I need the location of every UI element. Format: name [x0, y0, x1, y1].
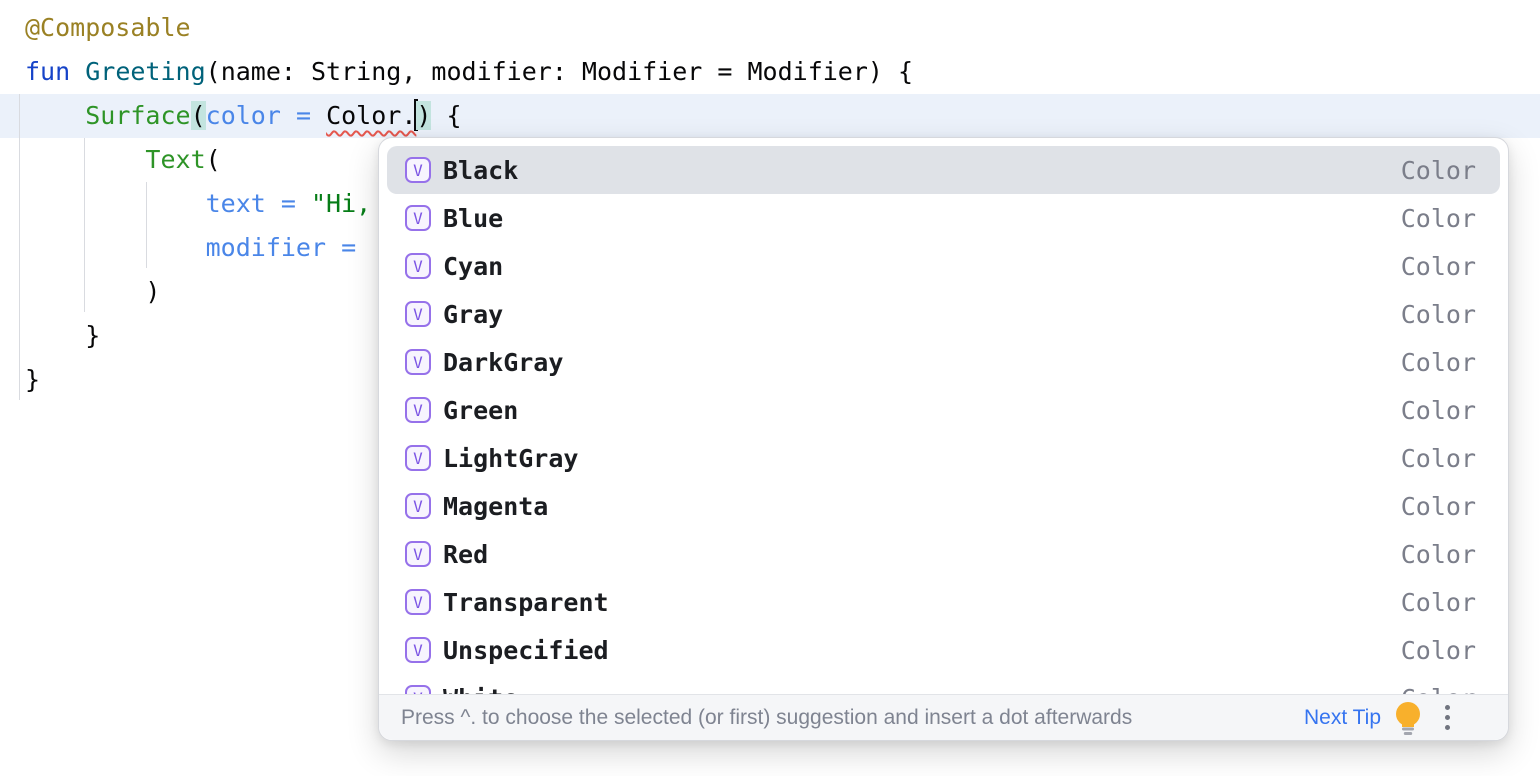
completion-item-label: LightGray [443, 443, 579, 473]
code-token [70, 57, 85, 86]
value-icon: V [405, 301, 431, 327]
completion-item-type: Color [1400, 251, 1476, 281]
completion-footer: Press ^. to choose the selected (or firs… [379, 694, 1508, 740]
completion-item-type: Color [1400, 203, 1476, 233]
completion-item[interactable]: V DarkGray Color [387, 338, 1500, 386]
code-token: ) [25, 277, 161, 306]
caret-line-highlight [0, 94, 1540, 138]
code-token: ( [190, 101, 206, 130]
completion-item-label: Green [443, 395, 519, 425]
code-line: text = "Hi, [25, 182, 372, 226]
value-icon: V [405, 589, 431, 615]
code-token: ) [416, 101, 432, 130]
value-icon: V [405, 205, 431, 231]
completion-item-label: Red [443, 539, 489, 569]
code-token: Greeting [85, 57, 206, 86]
code-token: { [431, 101, 462, 130]
code-token: Surface [85, 101, 191, 130]
indent-guide [146, 182, 147, 268]
completion-item[interactable]: V Green Color [387, 386, 1500, 434]
code-line: ) [25, 270, 160, 314]
completion-item-label: Gray [443, 299, 504, 329]
code-token [25, 233, 206, 262]
kebab-menu-icon[interactable] [1445, 705, 1450, 730]
code-token: text = [205, 189, 311, 218]
code-token: ( [205, 145, 221, 174]
completion-item-type: Color [1400, 635, 1476, 665]
completion-item-label: Unspecified [443, 635, 609, 665]
code-token: } [25, 365, 41, 394]
completion-hint: Press ^. to choose the selected (or firs… [401, 705, 1133, 729]
value-icon: V [405, 493, 431, 519]
value-icon: V [405, 445, 431, 471]
code-token: fun [25, 57, 71, 86]
completion-item[interactable]: V LightGray Color [387, 434, 1500, 482]
completion-item-type: Color [1400, 299, 1476, 329]
code-token: "Hi, [310, 189, 372, 218]
code-token: Color. [326, 101, 417, 130]
code-token [25, 189, 206, 218]
completion-item[interactable]: V Black Color [387, 146, 1500, 194]
value-icon: V [405, 349, 431, 375]
completion-item[interactable]: V Cyan Color [387, 242, 1500, 290]
value-icon: V [405, 637, 431, 663]
completion-item-type: Color [1400, 395, 1476, 425]
value-icon: V [405, 157, 431, 183]
completion-item[interactable]: V Red Color [387, 530, 1500, 578]
code-line: Text( [25, 138, 221, 182]
completion-item-type: Color [1400, 539, 1476, 569]
completion-item-type: Color [1400, 491, 1476, 521]
lightbulb-icon [1393, 701, 1423, 735]
code-token [25, 145, 145, 174]
completion-item[interactable]: V Unspecified Color [387, 626, 1500, 674]
code-token: modifier = [205, 233, 372, 262]
completion-item-label: DarkGray [443, 347, 564, 377]
completion-list: V Black Color V Blue Color V Cyan Color … [379, 138, 1508, 694]
completion-item-type: Color [1400, 443, 1476, 473]
code-line: Surface(color = Color.) { [25, 94, 462, 138]
code-line: modifier = [25, 226, 371, 270]
completion-item-label: Magenta [443, 491, 549, 521]
code-token: @Composable [25, 13, 191, 42]
code-line: } [25, 358, 40, 402]
completion-item-label: Transparent [443, 587, 609, 617]
completion-item-label: Cyan [443, 251, 504, 281]
code-token: color = [205, 101, 327, 130]
code-line: @Composable [25, 6, 191, 50]
completion-item[interactable]: V Magenta Color [387, 482, 1500, 530]
completion-item-label: Black [443, 155, 519, 185]
code-token: (name: String, modifier: Modifier = Modi… [205, 57, 914, 86]
completion-item-label: White [443, 684, 518, 695]
code-line: } [25, 314, 100, 358]
completion-popup: V Black Color V Blue Color V Cyan Color … [378, 137, 1509, 741]
code-token: Text [145, 145, 206, 174]
indent-guide [19, 94, 20, 400]
completion-item-type: Color [1400, 155, 1476, 185]
completion-item-type: Color [1400, 587, 1476, 617]
completion-item[interactable]: V Transparent Color [387, 578, 1500, 626]
value-icon: V [405, 685, 431, 694]
code-line: fun Greeting(name: String, modifier: Mod… [25, 50, 913, 94]
value-icon: V [405, 541, 431, 567]
indent-guide [84, 138, 85, 312]
completion-item-label: Blue [443, 203, 504, 233]
completion-item[interactable]: V Blue Color [387, 194, 1500, 242]
value-icon: V [405, 253, 431, 279]
completion-item[interactable]: V Gray Color [387, 290, 1500, 338]
next-tip-link[interactable]: Next Tip [1303, 705, 1381, 729]
completion-item-type: Color [1401, 684, 1476, 695]
value-icon: V [405, 397, 431, 423]
completion-item-type: Color [1400, 347, 1476, 377]
code-token [25, 101, 85, 130]
completion-item[interactable]: V White Color [387, 674, 1500, 694]
code-token: } [25, 321, 101, 350]
